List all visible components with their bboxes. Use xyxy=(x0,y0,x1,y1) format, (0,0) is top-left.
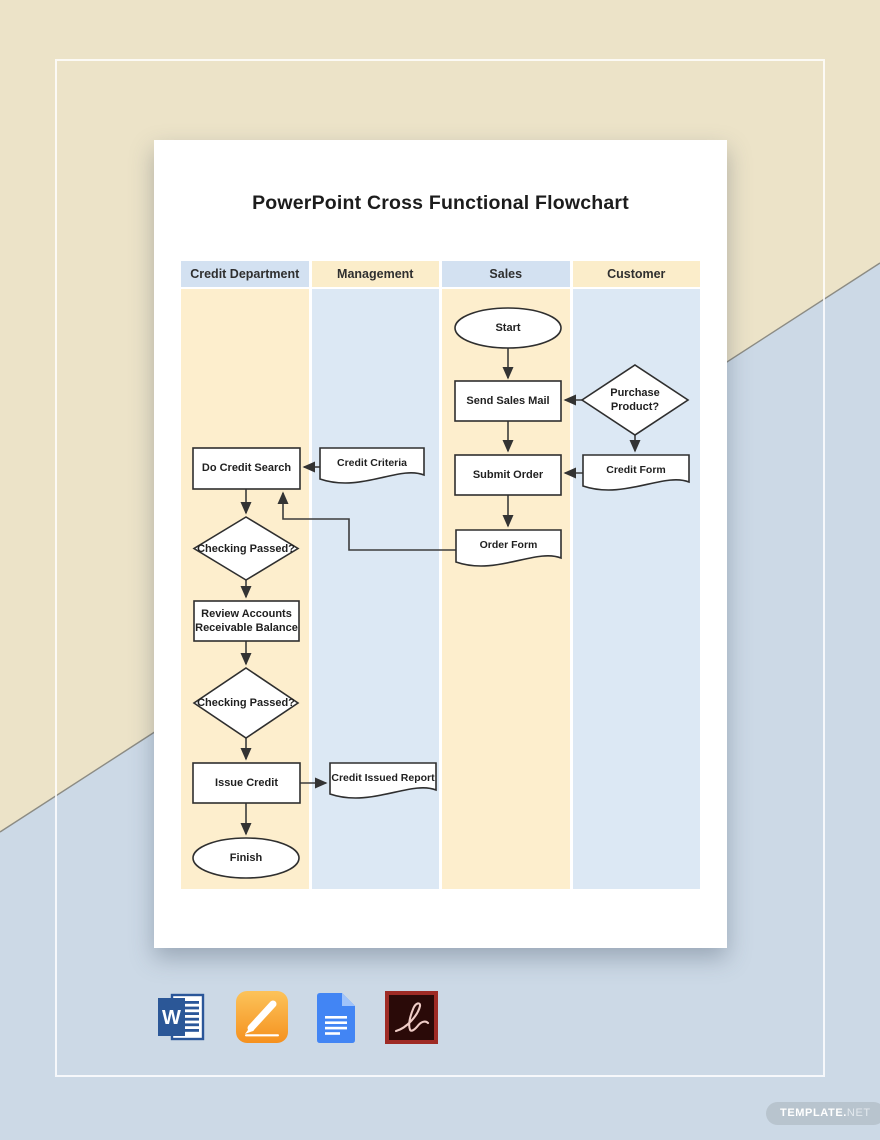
ms-word-icon[interactable]: W xyxy=(155,991,207,1043)
start-terminator-shape xyxy=(454,307,562,349)
send-sales-mail-shape xyxy=(454,380,562,422)
lane-header-customer: Customer xyxy=(572,261,700,287)
issue-credit-shape xyxy=(192,762,301,804)
flowchart-canvas xyxy=(192,307,690,879)
lane-header-sales: Sales xyxy=(442,261,570,287)
adobe-acrobat-icon[interactable] xyxy=(385,991,438,1044)
do-credit-search-shape xyxy=(192,447,301,490)
order-form-document-shape xyxy=(455,529,562,567)
credit-form-document-shape xyxy=(582,454,690,491)
submit-order-label: Submit Order xyxy=(472,468,544,481)
flow-connectors xyxy=(240,348,641,836)
swimlane-table: Credit Department Management Sales Custo… xyxy=(181,261,700,889)
finish-terminator-shape xyxy=(192,837,300,879)
credit-issued-report-label: Credit Issued Report xyxy=(331,771,435,784)
svg-text:W: W xyxy=(162,1007,181,1029)
credit-criteria-document-shape xyxy=(319,447,425,484)
page-title: PowerPoint Cross Functional Flowchart xyxy=(252,192,629,214)
checking-passed-2-label: Checking Passed? xyxy=(197,696,295,709)
review-accounts-shape xyxy=(193,600,300,642)
lane-header-credit-department: Credit Department xyxy=(181,261,309,287)
review-accounts-label: Review Accounts Receivable Balance xyxy=(195,607,298,634)
checking-passed-2-decision-shape xyxy=(192,667,300,739)
apple-pages-icon[interactable] xyxy=(236,991,288,1043)
issue-credit-label: Issue Credit xyxy=(215,776,278,789)
watermark-light-text: NET xyxy=(846,1107,871,1119)
checking-passed-1-label: Checking Passed? xyxy=(197,542,295,555)
purchase-product-label: Purchase Product? xyxy=(610,386,660,413)
send-sales-mail-label: Send Sales Mail xyxy=(466,394,550,407)
watermark-bold-text: TEMPLATE. xyxy=(780,1107,847,1119)
document-page: PowerPoint Cross Functional Flowchart Cr… xyxy=(154,140,727,948)
submit-order-shape xyxy=(454,454,562,496)
template-net-watermark[interactable]: TEMPLATE.NET xyxy=(766,1102,880,1125)
credit-issued-report-document-shape xyxy=(329,762,437,799)
lane-header-management: Management xyxy=(311,261,439,287)
start-label: Start xyxy=(495,321,521,334)
purchase-product-decision-shape xyxy=(580,364,690,436)
order-form-feedback-connector xyxy=(277,491,456,551)
order-form-label: Order Form xyxy=(479,539,538,552)
credit-criteria-label: Credit Criteria xyxy=(336,456,408,469)
google-docs-icon[interactable] xyxy=(317,993,355,1043)
finish-label: Finish xyxy=(229,851,263,864)
do-credit-search-label: Do Credit Search xyxy=(201,462,292,475)
credit-form-label: Credit Form xyxy=(606,463,666,476)
checking-passed-1-decision-shape xyxy=(192,516,300,581)
